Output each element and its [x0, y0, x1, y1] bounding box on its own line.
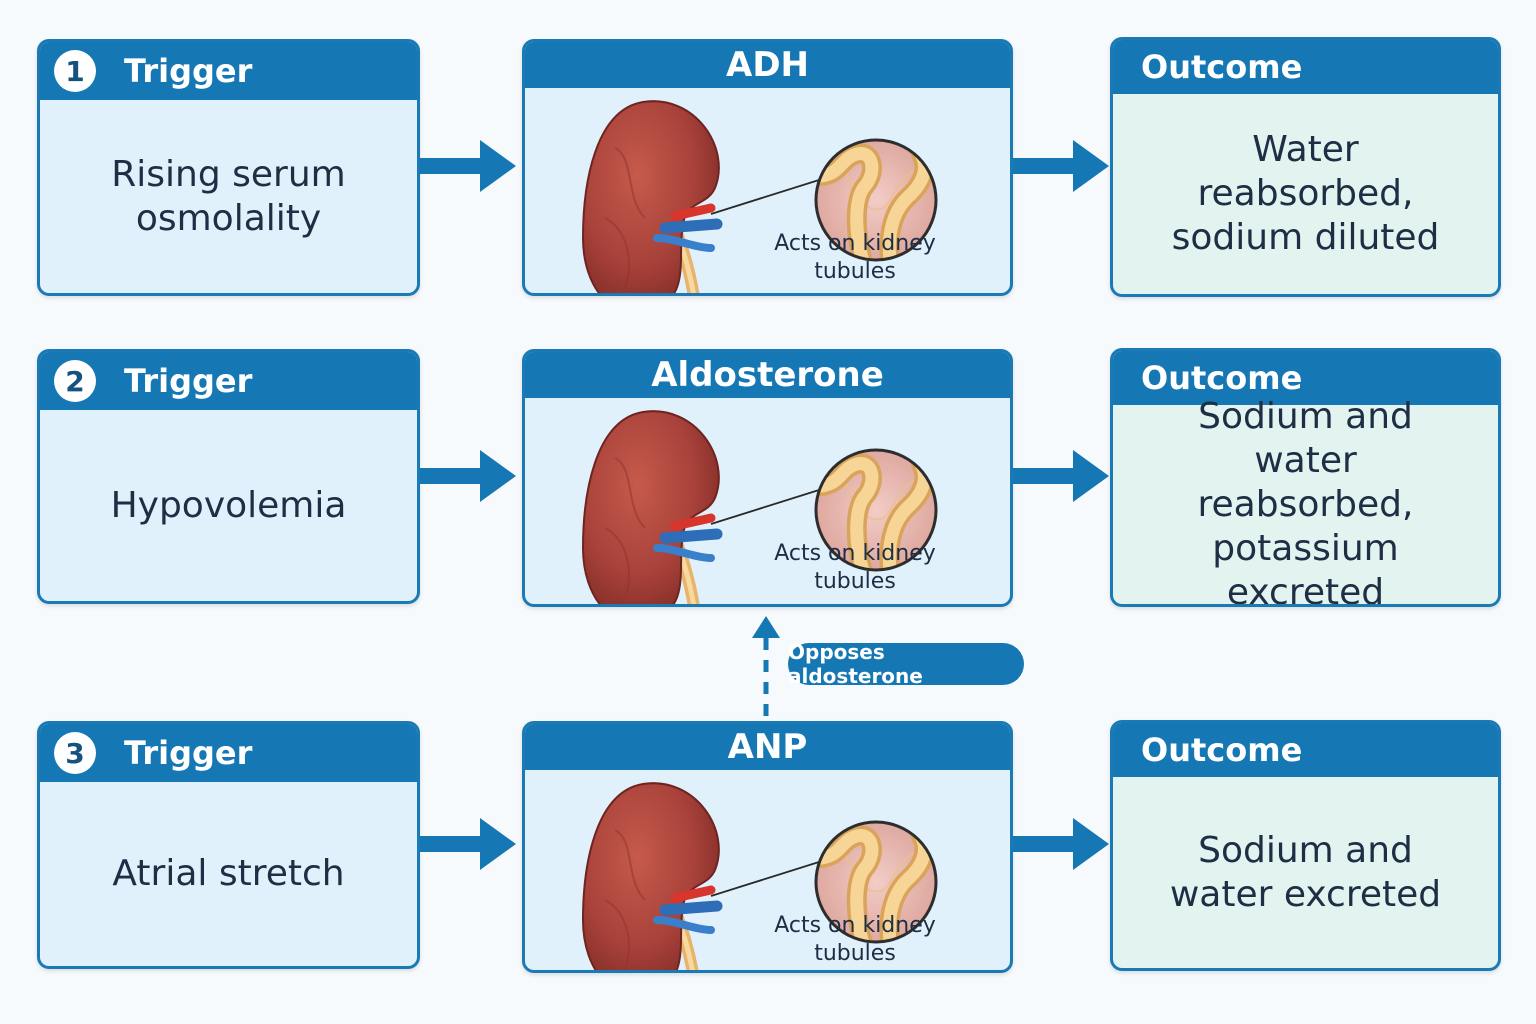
trigger-header: 2 Trigger: [40, 352, 417, 410]
flow-arrow-icon: [420, 818, 516, 870]
hormone-header: ADH: [525, 42, 1010, 88]
flow-arrow-icon: [1013, 818, 1109, 870]
outcome-text: Water reabsorbed, sodium diluted: [1113, 94, 1498, 294]
trigger-text-label: Rising serum osmolality: [111, 153, 346, 239]
trigger-text: Rising serum osmolality: [40, 100, 417, 293]
trigger-box-3: 3 Trigger Atrial stretch: [37, 721, 420, 969]
flow-arrow-icon: [1013, 140, 1109, 192]
flow-arrow-icon: [1013, 450, 1109, 502]
outcome-text-label: Water reabsorbed, sodium diluted: [1171, 129, 1440, 258]
outcome-text-label: Sodium and water excreted: [1169, 829, 1442, 915]
trigger-text-label: Atrial stretch: [112, 853, 345, 894]
hormone-box-anp: ANP Acts on kidney tubules: [522, 721, 1013, 973]
trigger-header: 3 Trigger: [40, 724, 417, 782]
outcome-box-3: Outcome Sodium and water excreted: [1110, 720, 1501, 971]
trigger-header-label: Trigger: [124, 362, 253, 400]
trigger-header: 1 Trigger: [40, 42, 417, 100]
step-number-badge: 2: [54, 360, 96, 402]
outcome-text-label: Sodium and water reabsorbed, potassium e…: [1197, 395, 1414, 607]
outcome-header: Outcome: [1113, 723, 1498, 777]
acts-on-label: Acts on kidney tubules: [774, 913, 936, 966]
trigger-box-2: 2 Trigger Hypovolemia: [37, 349, 420, 604]
acts-on-label: Acts on kidney tubules: [774, 231, 936, 284]
step-number-badge: 1: [54, 50, 96, 92]
acts-on-label: Acts on kidney tubules: [774, 541, 936, 594]
flow-arrow-icon: [420, 140, 516, 192]
dashed-up-arrow-icon: [752, 616, 780, 720]
trigger-text: Atrial stretch: [40, 782, 417, 966]
outcome-box-2: Outcome Sodium and water reabsorbed, pot…: [1110, 348, 1501, 607]
hormone-header: Aldosterone: [525, 352, 1010, 398]
trigger-text: Hypovolemia: [40, 410, 417, 601]
hormone-header: ANP: [525, 724, 1010, 770]
trigger-header-label: Trigger: [124, 52, 253, 90]
step-number-badge: 3: [54, 732, 96, 774]
outcome-text: Sodium and water excreted: [1113, 777, 1498, 968]
outcome-header: Outcome: [1113, 351, 1498, 405]
trigger-header-label: Trigger: [124, 734, 253, 772]
trigger-box-1: 1 Trigger Rising serum osmolality: [37, 39, 420, 296]
flow-arrow-icon: [420, 450, 516, 502]
outcome-box-1: Outcome Water reabsorbed, sodium diluted: [1110, 37, 1501, 297]
opposes-aldosterone-label: Opposes aldosterone: [788, 640, 1024, 688]
outcome-header: Outcome: [1113, 40, 1498, 94]
hormone-box-adh: ADH Acts on kidney tubules: [522, 39, 1013, 296]
hormone-box-aldosterone: Aldosterone Acts on kidney tubules: [522, 349, 1013, 607]
trigger-text-label: Hypovolemia: [110, 484, 347, 526]
outcome-text: Sodium and water reabsorbed, potassium e…: [1113, 396, 1498, 605]
